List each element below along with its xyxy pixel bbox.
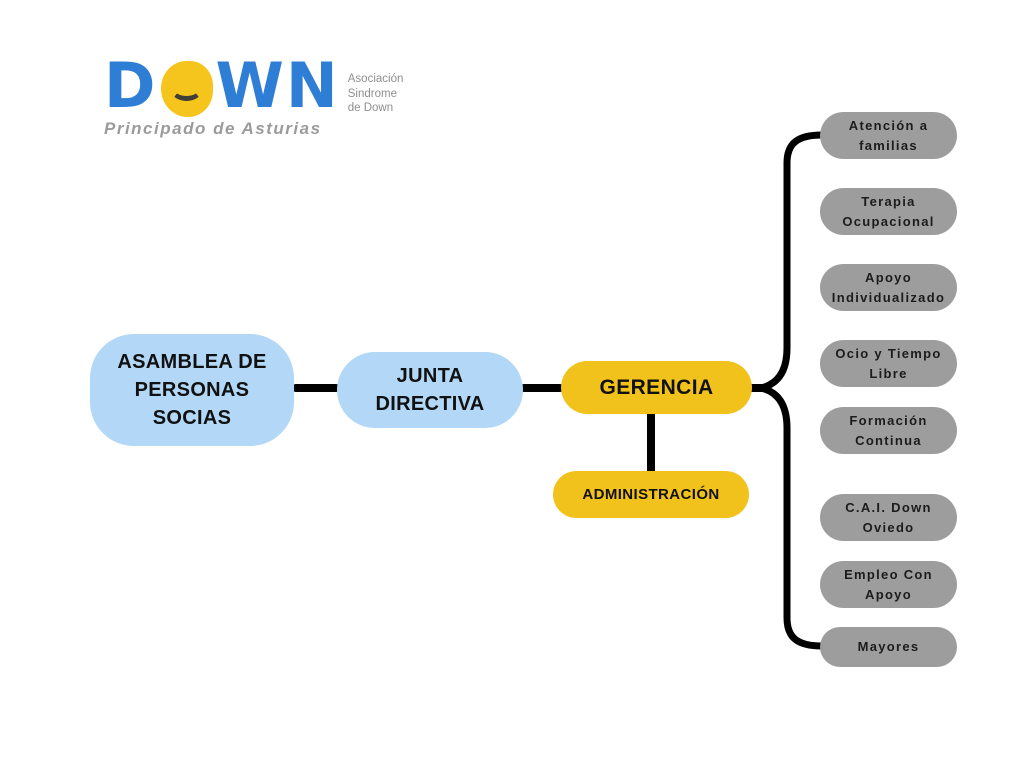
service-node-atencion-a-familias: Atención a familias bbox=[820, 112, 957, 159]
logo: D WN Asociación Sindrome de Down Princip… bbox=[104, 55, 403, 139]
logo-org-line: Asociación bbox=[347, 73, 404, 86]
service-node-terapia-ocupacional: Terapia Ocupacional bbox=[820, 188, 957, 235]
node-administracion: ADMINISTRACIÓN bbox=[553, 471, 749, 518]
smile-arc bbox=[171, 79, 203, 101]
smiley-face-icon bbox=[161, 61, 214, 117]
node-junta-directiva: JUNTA DIRECTIVA bbox=[337, 352, 523, 428]
logo-org-name: Asociación Sindrome de Down bbox=[348, 72, 404, 115]
logo-letters-wn: WN bbox=[215, 49, 340, 122]
logo-region-tagline: Principado de Asturias bbox=[104, 119, 322, 138]
service-node-apoyo-individualizado: Apoyo Individualizado bbox=[820, 264, 957, 311]
service-node-mayores: Mayores bbox=[820, 627, 957, 667]
node-asamblea-personas-socias: ASAMBLEA DE PERSONAS SOCIAS bbox=[90, 334, 294, 446]
logo-letter-d: D bbox=[104, 49, 158, 122]
service-node-formacion-continua: Formación Continua bbox=[820, 407, 957, 454]
service-node-ocio-y-tiempo-libre: Ocio y Tiempo Libre bbox=[820, 340, 957, 387]
node-gerencia: GERENCIA bbox=[561, 361, 752, 414]
service-node-cai-down-oviedo: C.A.I. Down Oviedo bbox=[820, 494, 957, 541]
service-node-empleo-con-apoyo: Empleo Con Apoyo bbox=[820, 561, 957, 608]
services-brace bbox=[757, 131, 826, 650]
logo-org-line: de Down bbox=[347, 102, 394, 115]
logo-org-line: Sindrome bbox=[347, 87, 397, 100]
